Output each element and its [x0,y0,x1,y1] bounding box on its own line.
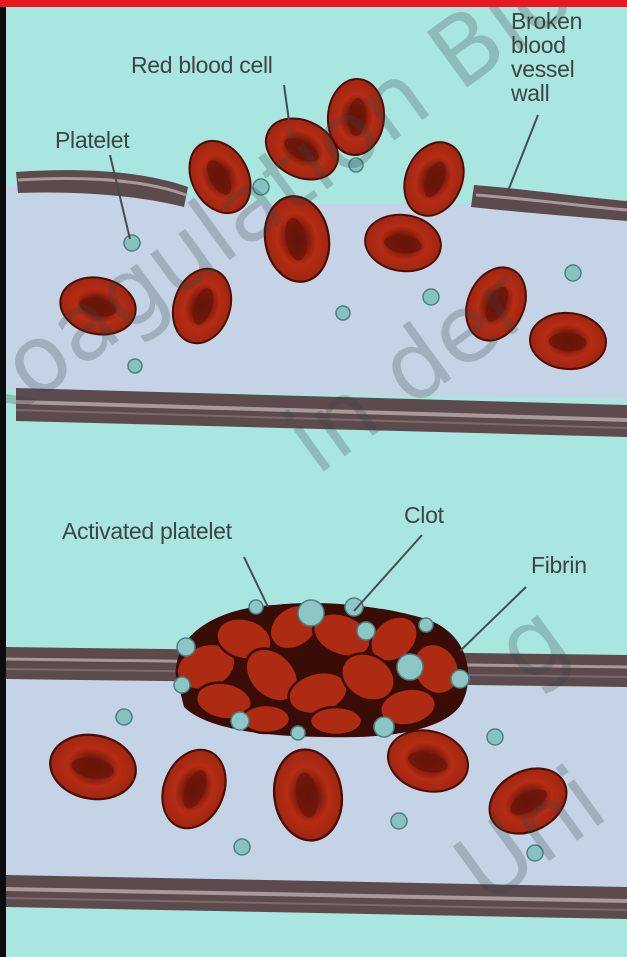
platelet [253,179,269,195]
clot-mass [170,596,469,740]
top-accent-bar [0,0,627,7]
leader-line-red-blood-cell [284,85,289,121]
vessel-bottom [6,535,627,919]
platelet [487,729,503,745]
platelet [128,359,142,373]
platelet [234,839,250,855]
platelet [527,845,543,861]
platelet [349,158,363,172]
platelet [336,306,350,320]
platelet [565,265,581,281]
platelet [391,813,407,829]
label-platelet: Platelet [55,128,129,153]
label-activated-platelet: Activated platelet [62,519,232,544]
leader-line-fibrin [460,587,526,651]
platelet [423,289,439,305]
platelet [116,709,132,725]
label-broken-blood-vessel-wall: Broken blood vessel wall [511,9,582,105]
diagram-slide: Red blood cell Platelet Broken blood ves… [6,7,627,957]
label-clot: Clot [404,503,444,528]
leader-line-vessel-wall [508,115,538,191]
leader-line-clot [354,535,422,611]
platelet [124,235,140,251]
label-fibrin: Fibrin [531,553,587,578]
label-red-blood-cell: Red blood cell [131,53,273,78]
